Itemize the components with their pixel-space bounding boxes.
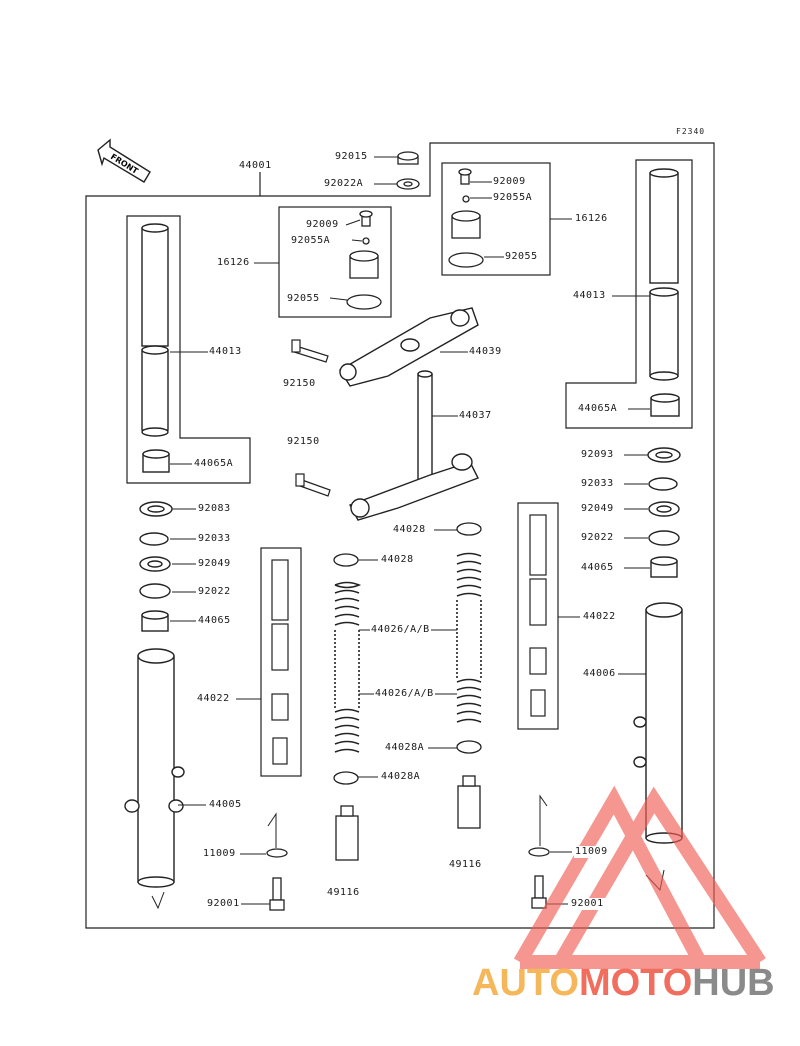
part-label-92009: 92009	[305, 219, 340, 231]
part-label-44028: 44028	[392, 524, 427, 536]
part-label-49116: 49116	[326, 887, 361, 899]
part-label-92033: 92033	[580, 478, 615, 490]
part-label-44005: 44005	[208, 799, 243, 811]
part-label-44065a: 44065A	[577, 403, 619, 415]
part-label-44065: 44065	[580, 562, 615, 574]
top-nut	[396, 151, 420, 190]
part-label-44013: 44013	[208, 346, 243, 358]
part-label-44026-a-b: 44026/A/B	[370, 624, 431, 636]
part-label-44028a: 44028A	[380, 771, 422, 783]
assembly-frame	[85, 142, 715, 929]
left-damper-box	[260, 547, 302, 777]
steering-stem	[349, 370, 479, 521]
part-label-44026-a-b: 44026/A/B	[374, 688, 435, 700]
right-damper-box	[517, 502, 559, 730]
part-label-92022a: 92022A	[323, 178, 365, 190]
part-label-44039: 44039	[468, 346, 503, 358]
damper-rods	[271, 514, 547, 765]
part-label-92049: 92049	[197, 558, 232, 570]
right-tube-box	[565, 159, 693, 429]
part-label-44028a: 44028A	[384, 742, 426, 754]
part-label-16126: 16126	[216, 257, 251, 269]
left-seal-stack	[139, 501, 173, 632]
right-cap-parts	[448, 168, 484, 268]
part-label-92055: 92055	[504, 251, 539, 263]
part-label-44037: 44037	[458, 410, 493, 422]
part-label-92015: 92015	[334, 151, 369, 163]
part-label-92033: 92033	[197, 533, 232, 545]
springs	[334, 552, 482, 753]
cartridges	[335, 775, 481, 861]
part-label-92022: 92022	[197, 586, 232, 598]
part-label-16126: 16126	[574, 213, 609, 225]
left-cap-box	[278, 206, 392, 318]
part-label-44065: 44065	[197, 615, 232, 627]
part-label-44001: 44001	[238, 160, 273, 172]
part-label-92150: 92150	[282, 378, 317, 390]
part-label-11009: 11009	[574, 846, 609, 858]
part-label-44006: 44006	[582, 668, 617, 680]
part-label-44028: 44028	[380, 554, 415, 566]
figure-code: F2340	[676, 127, 706, 136]
upper-bracket	[339, 307, 479, 387]
spring-seats	[333, 522, 482, 785]
part-label-92001: 92001	[570, 898, 605, 910]
right-inner-tube	[649, 168, 680, 417]
left-inner-tube	[141, 223, 170, 473]
watermark-logo	[513, 785, 766, 969]
part-label-49116: 49116	[448, 859, 483, 871]
part-label-92055: 92055	[286, 293, 321, 305]
part-label-44065a: 44065A	[193, 458, 235, 470]
part-label-92055a: 92055A	[492, 192, 534, 204]
watermark-hub: HUB	[692, 962, 775, 1004]
clamp-bolt-upper	[291, 339, 329, 363]
part-label-92049: 92049	[580, 503, 615, 515]
part-label-92093: 92093	[580, 449, 615, 461]
left-tube-box	[126, 215, 251, 484]
bottom-hardware	[266, 847, 550, 911]
clamp-bolt-lower	[295, 473, 331, 497]
part-label-92001: 92001	[206, 898, 241, 910]
right-seal-stack	[647, 447, 681, 578]
part-label-92150: 92150	[286, 436, 321, 448]
left-outer-tube	[124, 648, 185, 888]
part-label-92009: 92009	[492, 176, 527, 188]
part-label-92055a: 92055A	[290, 235, 332, 247]
watermark-auto: AUTO	[472, 962, 579, 1004]
part-label-11009: 11009	[202, 848, 237, 860]
part-label-92083: 92083	[197, 503, 232, 515]
watermark-moto: MOTO	[578, 962, 693, 1004]
part-label-92022: 92022	[580, 532, 615, 544]
part-label-44022: 44022	[196, 693, 231, 705]
watermark-brand: AUTOMOTOHUB	[472, 962, 775, 1005]
left-cap-parts	[346, 210, 382, 310]
part-label-44022: 44022	[582, 611, 617, 623]
part-label-44013: 44013	[572, 290, 607, 302]
front-arrow-icon: FRONT	[97, 138, 151, 183]
